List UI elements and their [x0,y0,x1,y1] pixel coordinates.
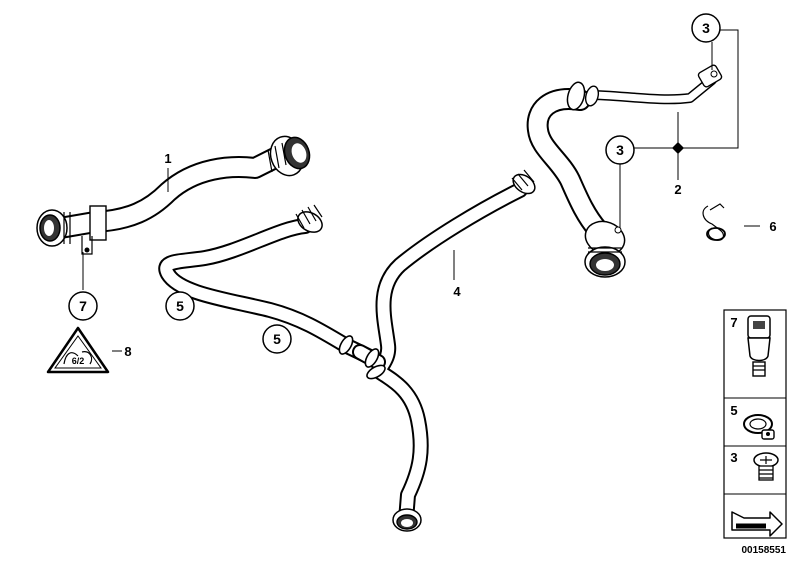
hose-part-4[interactable] [352,169,538,532]
hose-clamp-icon [743,414,775,440]
part-label-6: 6 [769,219,776,234]
hose-part-5[interactable] [158,204,380,366]
callout-3-middle[interactable]: 3 [605,135,635,165]
legend-item-5[interactable]: 5 [730,403,775,440]
legend-item-7-number: 7 [730,315,737,330]
callout-3-top[interactable]: 3 [691,13,721,43]
part-label-4: 4 [453,284,461,299]
callout-7[interactable]: 7 [68,291,98,321]
svg-text:5: 5 [273,331,281,347]
reference-number: 00158551 [742,545,787,556]
warning-label-part-8[interactable]: 6/2 [46,326,110,374]
legend-item-3[interactable]: 3 [730,450,779,481]
legend-item-5-number: 5 [730,403,737,418]
part-label-8: 8 [124,344,131,359]
part-labels: 1 2 4 6 8 [124,151,776,359]
legend-item-7[interactable]: 7 [730,315,771,377]
callout-5-center[interactable]: 5 [262,324,292,354]
screw-plug-icon [753,452,779,481]
legend-item-arrow[interactable] [731,511,783,537]
warning-label-symbol: 6/2 [72,356,85,366]
svg-text:5: 5 [176,298,184,314]
svg-text:3: 3 [702,20,710,36]
legend-item-3-number: 3 [730,450,737,465]
bleed-screw-icon [747,315,771,377]
arrow-icon [731,511,783,537]
svg-text:7: 7 [79,298,87,314]
part-label-1: 1 [164,151,171,166]
leader-lines [82,29,760,352]
svg-text:3: 3 [616,142,624,158]
part-label-2: 2 [674,182,681,197]
clamp-part-6[interactable] [702,203,726,241]
callout-5-left[interactable]: 5 [165,291,195,321]
hose-part-2[interactable] [526,64,723,278]
legend-panel: 7 5 3 [723,309,787,539]
